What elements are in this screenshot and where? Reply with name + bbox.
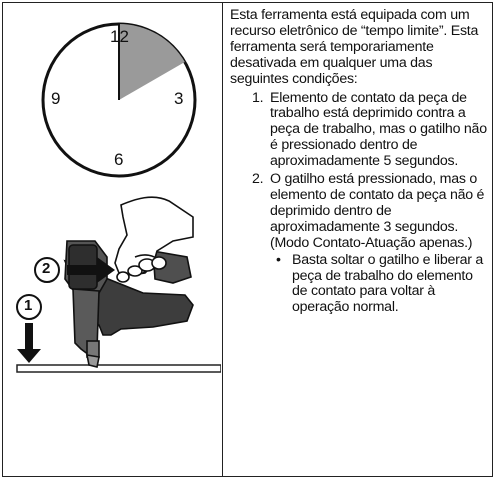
list-item-text: Elemento de contato da peça de trabalho …: [270, 89, 487, 170]
callout-1-circle: [16, 294, 42, 320]
list-item-text: O gatilho está pressionado, mas o elemen…: [270, 171, 485, 251]
list-item: 1. Elemento de contato da peça de trabal…: [230, 89, 488, 171]
clock-label-12: 12: [110, 27, 129, 46]
down-arrow-icon: [17, 323, 41, 363]
list-item: 2. O gatilho está pressionado, mas o ele…: [230, 171, 488, 317]
clock-label-9: 9: [51, 89, 61, 108]
hand-icon: [114, 196, 194, 283]
bullet-text: Basta soltar o gatilho e liberar a peça …: [292, 251, 484, 316]
nailer-tool: [63, 240, 194, 368]
clock-icon: [41, 22, 197, 178]
clock-label-6: 6: [114, 150, 124, 169]
conditions-list: 1. Elemento de contato da peça de trabal…: [230, 89, 488, 317]
bullet-symbol: •: [276, 251, 281, 268]
instructions-text: Esta ferramenta está equipada com um rec…: [230, 7, 488, 318]
callout-1-label: 1: [24, 297, 33, 314]
nailer-illustration: 12 3 6 9 2 1: [3, 3, 222, 476]
list-item-number: 2.: [252, 171, 264, 188]
column-divider: [222, 2, 223, 477]
nailer-diagram: [16, 22, 222, 373]
callout-2-label: 2: [42, 260, 51, 277]
callout-2-circle: [34, 257, 60, 283]
content-frame: [2, 2, 493, 477]
bullet-item: • Basta soltar o gatilho e liberar a peç…: [270, 251, 488, 317]
push-arrow-icon: [67, 257, 115, 283]
intro-paragraph: Esta ferramenta está equipada com um rec…: [230, 7, 479, 87]
clock-label-3: 3: [174, 89, 184, 108]
list-item-number: 1.: [252, 89, 264, 106]
